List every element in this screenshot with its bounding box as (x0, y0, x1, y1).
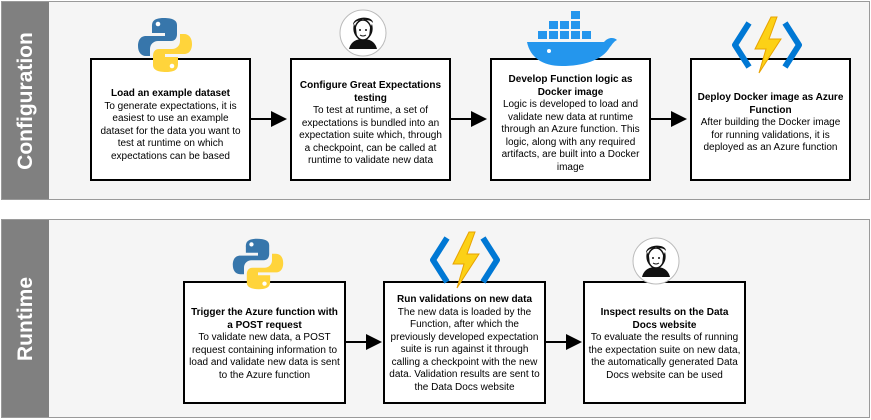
step-title: Develop Function logic as Docker image (508, 74, 633, 98)
step-title: Configure Great Expectations testing (299, 80, 442, 104)
step-configure-great-expectations: Configure Great Expectations testing To … (290, 58, 451, 181)
azure-functions-icon (732, 16, 802, 74)
great-expectations-icon (632, 237, 680, 285)
step-load-example-dataset: Load an example dataset To generate expe… (90, 58, 251, 181)
step-description: Logic is developed to load and validate … (501, 99, 640, 173)
step-title: Load an example dataset (111, 88, 230, 99)
step-title: Run validations on new data (396, 294, 532, 305)
step-inspect-data-docs: Inspect results on the Data Docs website… (583, 281, 746, 404)
great-expectations-icon (339, 9, 387, 57)
step-title: Deploy Docker image as Azure Function (697, 92, 844, 116)
step-trigger-azure-function: Trigger the Azure function with a POST r… (183, 281, 346, 404)
step-deploy-docker-image: Deploy Docker image as Azure Function Af… (690, 58, 851, 181)
step-description: After building the Docker image for runn… (700, 117, 841, 153)
python-icon (232, 238, 284, 290)
step-description: To evaluate the results of running the e… (588, 332, 741, 381)
step-description: To generate expectations, it is easiest … (100, 100, 241, 162)
step-description: To validate new data, a POST request con… (189, 332, 340, 381)
step-description: The new data is loaded by the Function, … (389, 306, 540, 393)
docker-icon (527, 11, 617, 66)
azure-functions-icon (430, 231, 500, 289)
configuration-lane-tab: Configuration (2, 2, 49, 199)
step-title: Trigger the Azure function with a POST r… (191, 307, 338, 331)
step-description: To test at runtime, a set of expectation… (299, 105, 442, 166)
step-run-validations: Run validations on new data The new data… (383, 281, 546, 404)
step-develop-function-logic: Develop Function logic as Docker image L… (490, 58, 651, 181)
runtime-lane-tab: Runtime (2, 220, 49, 417)
step-title: Inspect results on the Data Docs website (600, 307, 729, 331)
python-icon (138, 18, 192, 72)
